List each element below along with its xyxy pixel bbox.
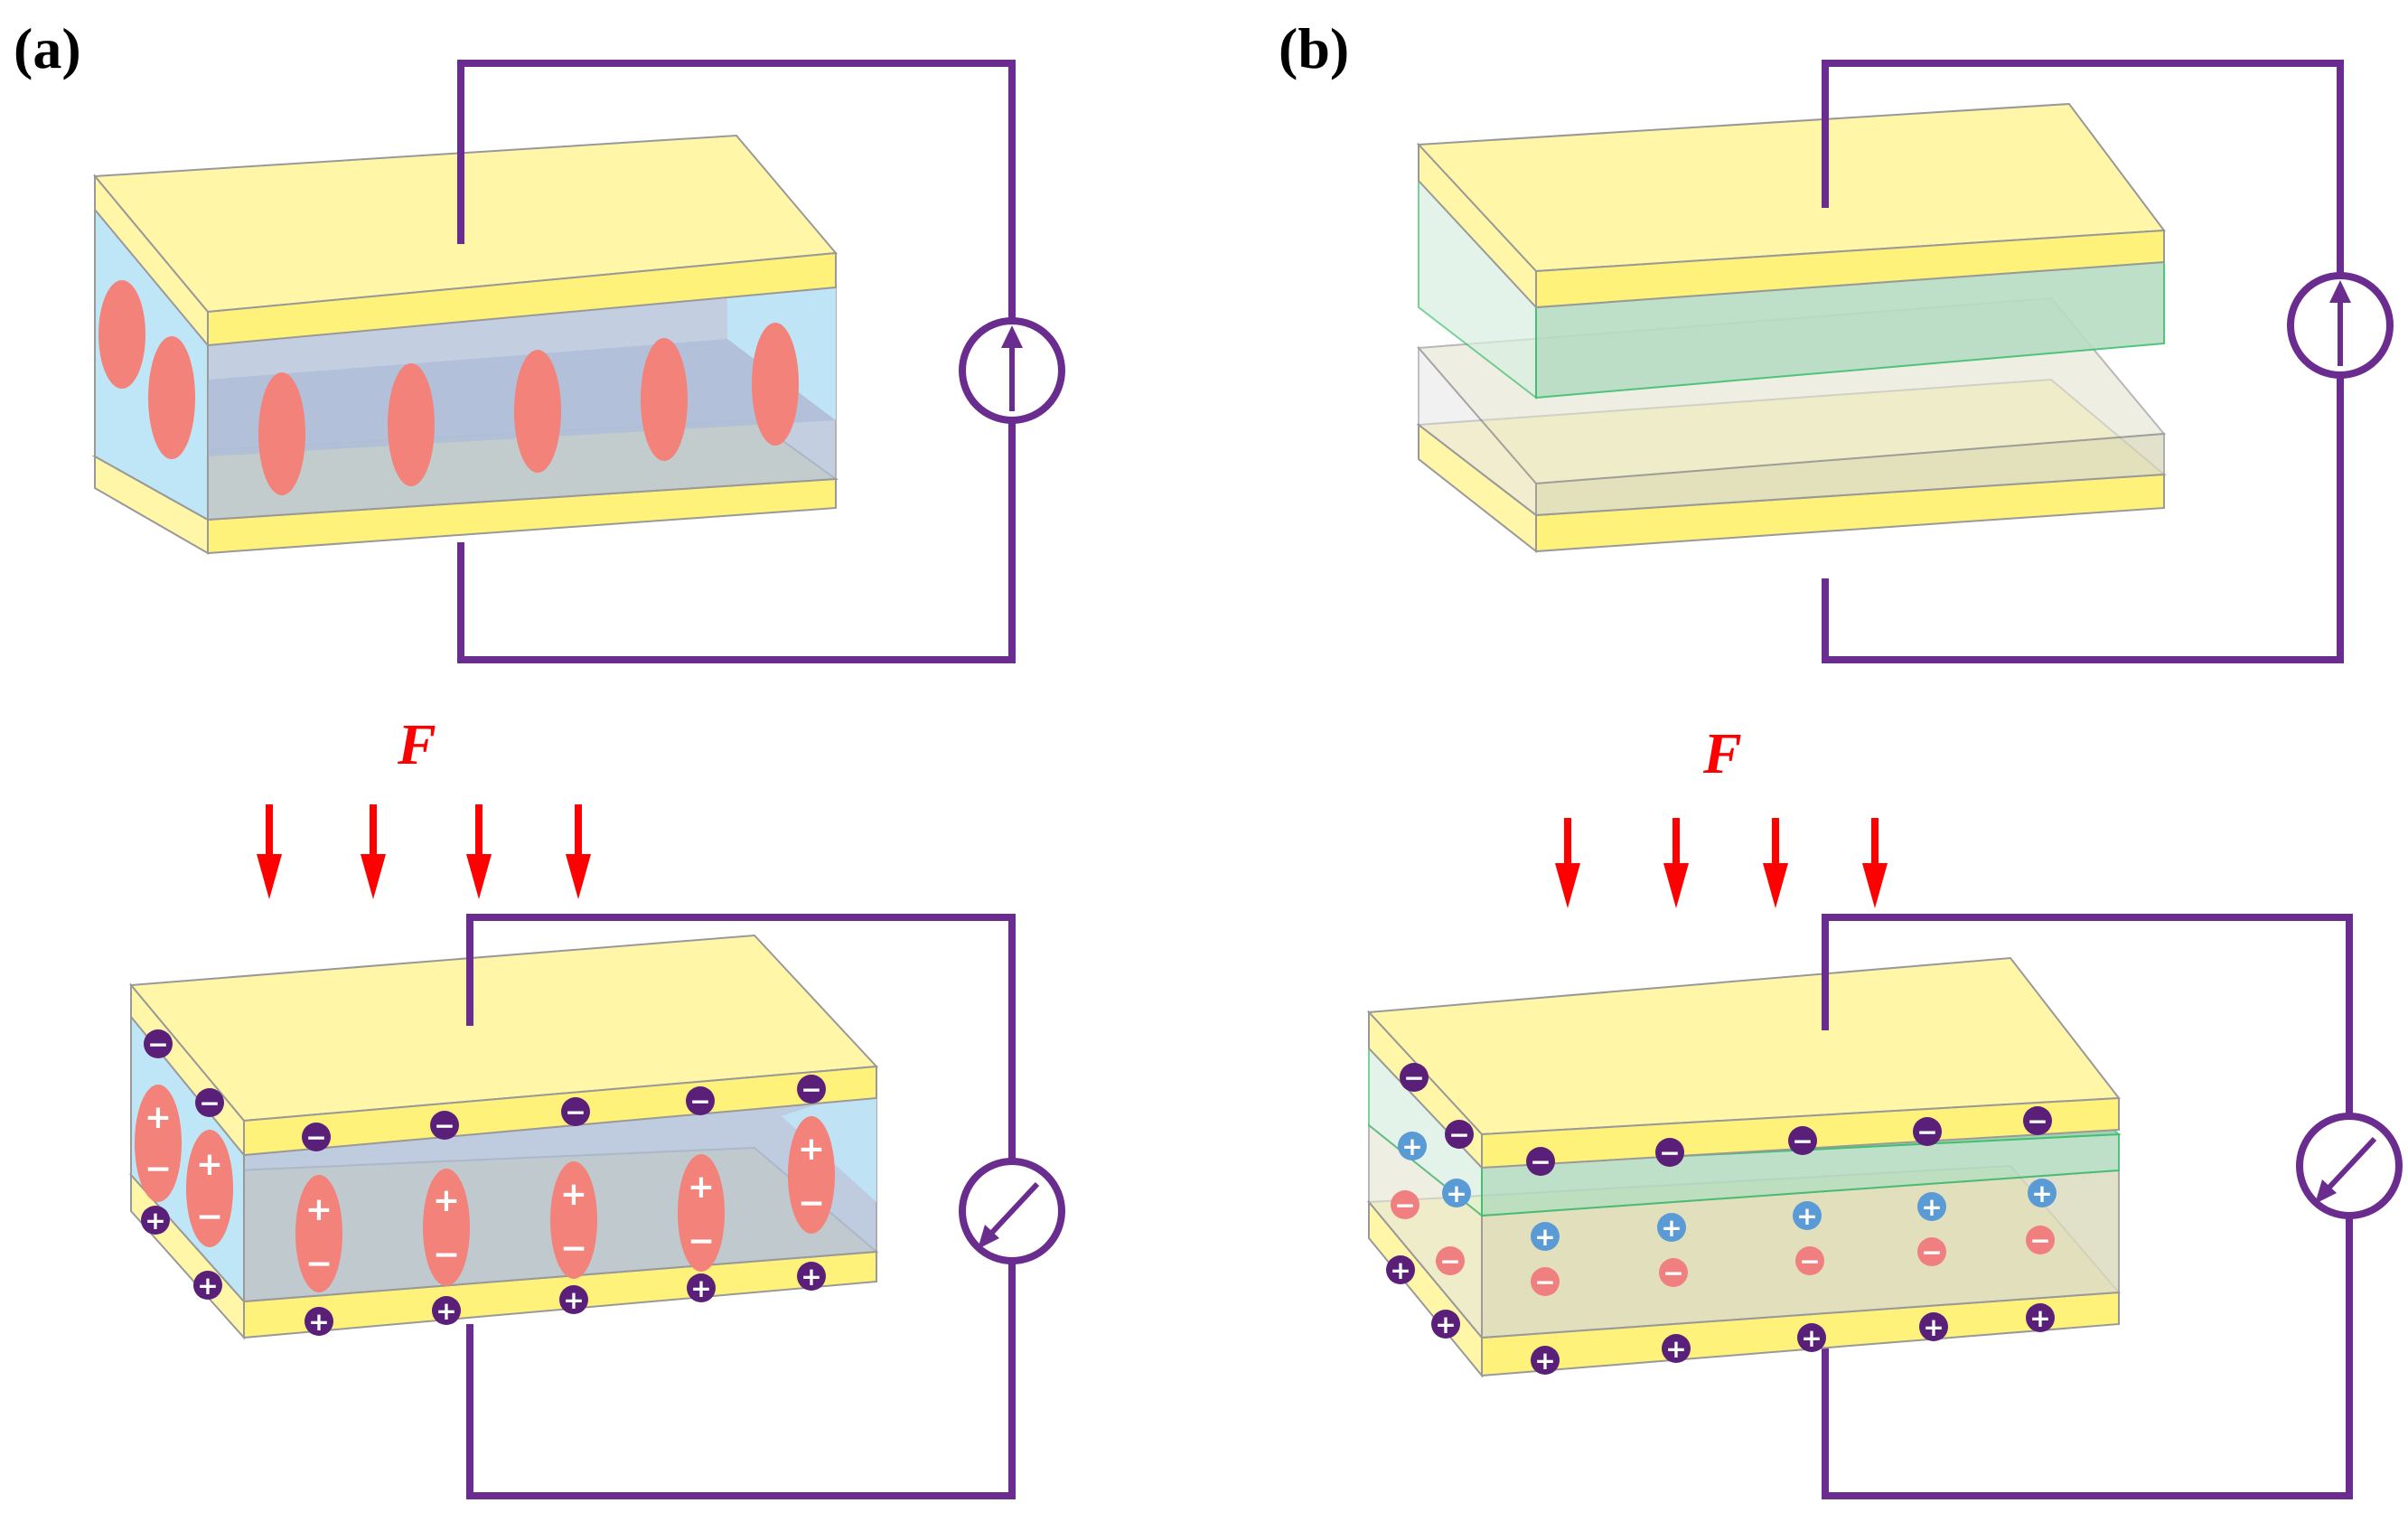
ion-plus: + [1921, 1192, 1942, 1222]
ion-plus: + [2031, 1179, 2052, 1208]
dipole-minus: − [433, 1236, 460, 1273]
badge-plus: + [1665, 1334, 1686, 1364]
dipole [752, 323, 799, 446]
force-label-a: F [397, 712, 436, 776]
dipole-plus: + [433, 1182, 460, 1219]
galvanometer-icon [959, 317, 1065, 424]
ion-minus: − [1439, 1246, 1460, 1276]
badge-minus: − [1530, 1147, 1551, 1177]
badge-plus: + [1801, 1323, 1822, 1353]
device-b-top [1416, 102, 2167, 554]
panel-a-label: (a) [14, 16, 81, 80]
ion-plus: + [1796, 1201, 1817, 1231]
dipole-plus: + [560, 1176, 587, 1213]
badge-plus: + [801, 1262, 821, 1292]
device-a-top [91, 134, 839, 555]
dipole-minus: − [560, 1230, 587, 1267]
badge-plus: + [1534, 1346, 1555, 1376]
dipole [514, 350, 561, 473]
dipole-plus: + [798, 1131, 825, 1168]
badge-minus: − [565, 1097, 586, 1127]
device-a-bottom: + − + − + − + − + − + − + − [128, 934, 879, 1340]
dipole [550, 1161, 597, 1279]
dipole-minus: − [196, 1198, 223, 1235]
badge-minus: − [1916, 1117, 1937, 1147]
badge-plus: + [1390, 1255, 1410, 1285]
dipole [148, 336, 195, 459]
dipole [788, 1116, 835, 1234]
ion-plus: + [1661, 1213, 1682, 1243]
badge-minus: − [1792, 1126, 1813, 1156]
badge-plus: + [563, 1285, 584, 1315]
badge-plus: + [690, 1273, 711, 1303]
ion-minus: − [1921, 1237, 1942, 1267]
dipole [98, 280, 145, 389]
dipole-minus: − [145, 1151, 172, 1188]
ion-minus: − [2029, 1226, 2050, 1255]
galvanometer-icon [2287, 272, 2394, 379]
dipole-minus: − [688, 1223, 715, 1260]
panel-b-label: (b) [1279, 16, 1349, 80]
ion-minus: − [1663, 1258, 1683, 1288]
ion-minus: − [1799, 1246, 1820, 1276]
galvanometer-icon [2296, 1113, 2403, 1219]
badge-plus: + [1435, 1310, 1456, 1339]
dipole [678, 1154, 725, 1272]
ion-plus: + [1401, 1132, 1422, 1161]
charge-badges-a: − − − − − − − + + + + + + + [141, 1029, 826, 1337]
dipole-plus: + [688, 1169, 715, 1206]
device-b-bottom [1366, 956, 2122, 1378]
tribo-ions-b: + + + + + + + − − − − − − − [1391, 1132, 2057, 1297]
dipole-plus: + [305, 1191, 333, 1228]
badge-plus: + [436, 1296, 456, 1326]
badge-minus: − [147, 1029, 168, 1059]
dipole [295, 1175, 342, 1292]
dipole [258, 372, 305, 495]
dipole-minus: − [305, 1245, 333, 1282]
dipole-minus: − [798, 1185, 825, 1222]
badge-plus: + [2029, 1303, 2050, 1333]
dipole-plus: + [145, 1099, 172, 1136]
ion-plus: + [1534, 1222, 1555, 1252]
dipole [135, 1085, 182, 1202]
force-arrows-a [257, 804, 591, 899]
dipole [641, 338, 688, 461]
badge-minus: − [1659, 1138, 1680, 1168]
badge-minus: − [801, 1075, 821, 1104]
badge-minus: − [434, 1111, 454, 1141]
badge-minus: − [199, 1088, 220, 1118]
dipole-plus: + [196, 1146, 223, 1183]
badge-plus: + [197, 1271, 218, 1301]
ion-plus: + [1446, 1179, 1466, 1208]
badge-minus: − [689, 1086, 710, 1116]
dipole [186, 1130, 233, 1247]
badge-minus: − [305, 1123, 326, 1152]
force-label-b: F [1702, 721, 1742, 785]
badge-plus: + [145, 1206, 165, 1235]
dipole [423, 1169, 470, 1286]
dipole [388, 363, 435, 486]
badge-minus: − [1403, 1063, 1424, 1093]
badge-plus: + [1923, 1312, 1944, 1342]
badge-plus: + [308, 1307, 329, 1337]
galvanometer-icon [959, 1158, 1065, 1264]
badge-minus: − [1448, 1120, 1469, 1150]
charge-badges-b: − − − − − − − + + + + + + + [1386, 1063, 2055, 1376]
ion-minus: − [1394, 1190, 1415, 1220]
badge-minus: − [2027, 1106, 2047, 1136]
force-arrows-b [1555, 818, 1888, 908]
ion-minus: − [1534, 1267, 1555, 1297]
